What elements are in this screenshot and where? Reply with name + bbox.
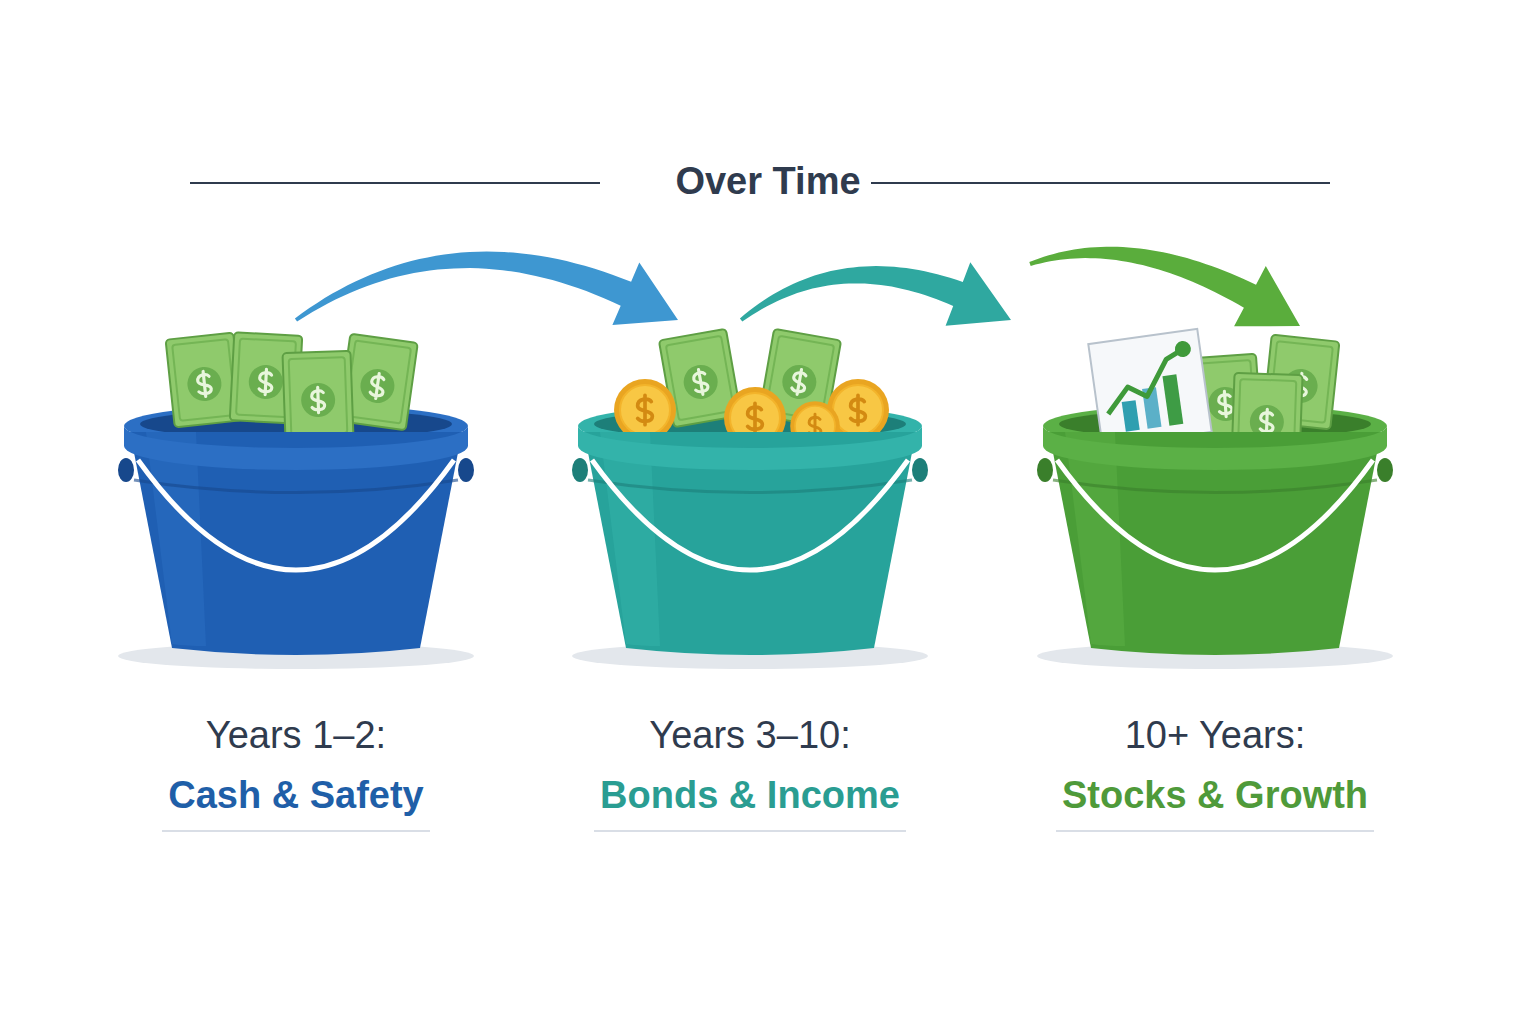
decorative-arrow bbox=[1029, 247, 1300, 327]
bucket-title: Stocks & Growth bbox=[1056, 772, 1374, 832]
bucket-title: Cash & Safety bbox=[162, 772, 430, 832]
flow-arrow bbox=[740, 262, 1011, 325]
bucket-title-row: Cash & Safety bbox=[74, 772, 518, 832]
bucket-node: 10+ Years: Stocks & Growth bbox=[993, 320, 1437, 832]
bucket-illustration bbox=[540, 320, 960, 670]
time-horizon-label: Years 1–2: bbox=[74, 712, 518, 758]
bucket-title-row: Bonds & Income bbox=[528, 772, 972, 832]
bucket-title-row: Stocks & Growth bbox=[993, 772, 1437, 832]
bucket-node: Years 3–10: Bonds & Income bbox=[528, 320, 972, 832]
time-horizon-label: Years 3–10: bbox=[528, 712, 972, 758]
flow-arrow bbox=[295, 252, 678, 325]
bucket-title: Bonds & Income bbox=[594, 772, 906, 832]
diagram-title: Over Time bbox=[665, 160, 870, 202]
time-horizon-label: 10+ Years: bbox=[993, 712, 1437, 758]
bucket-illustration bbox=[86, 320, 506, 670]
bucket-illustration bbox=[1005, 320, 1425, 670]
bucket-node: Years 1–2: Cash & Safety bbox=[74, 320, 518, 832]
